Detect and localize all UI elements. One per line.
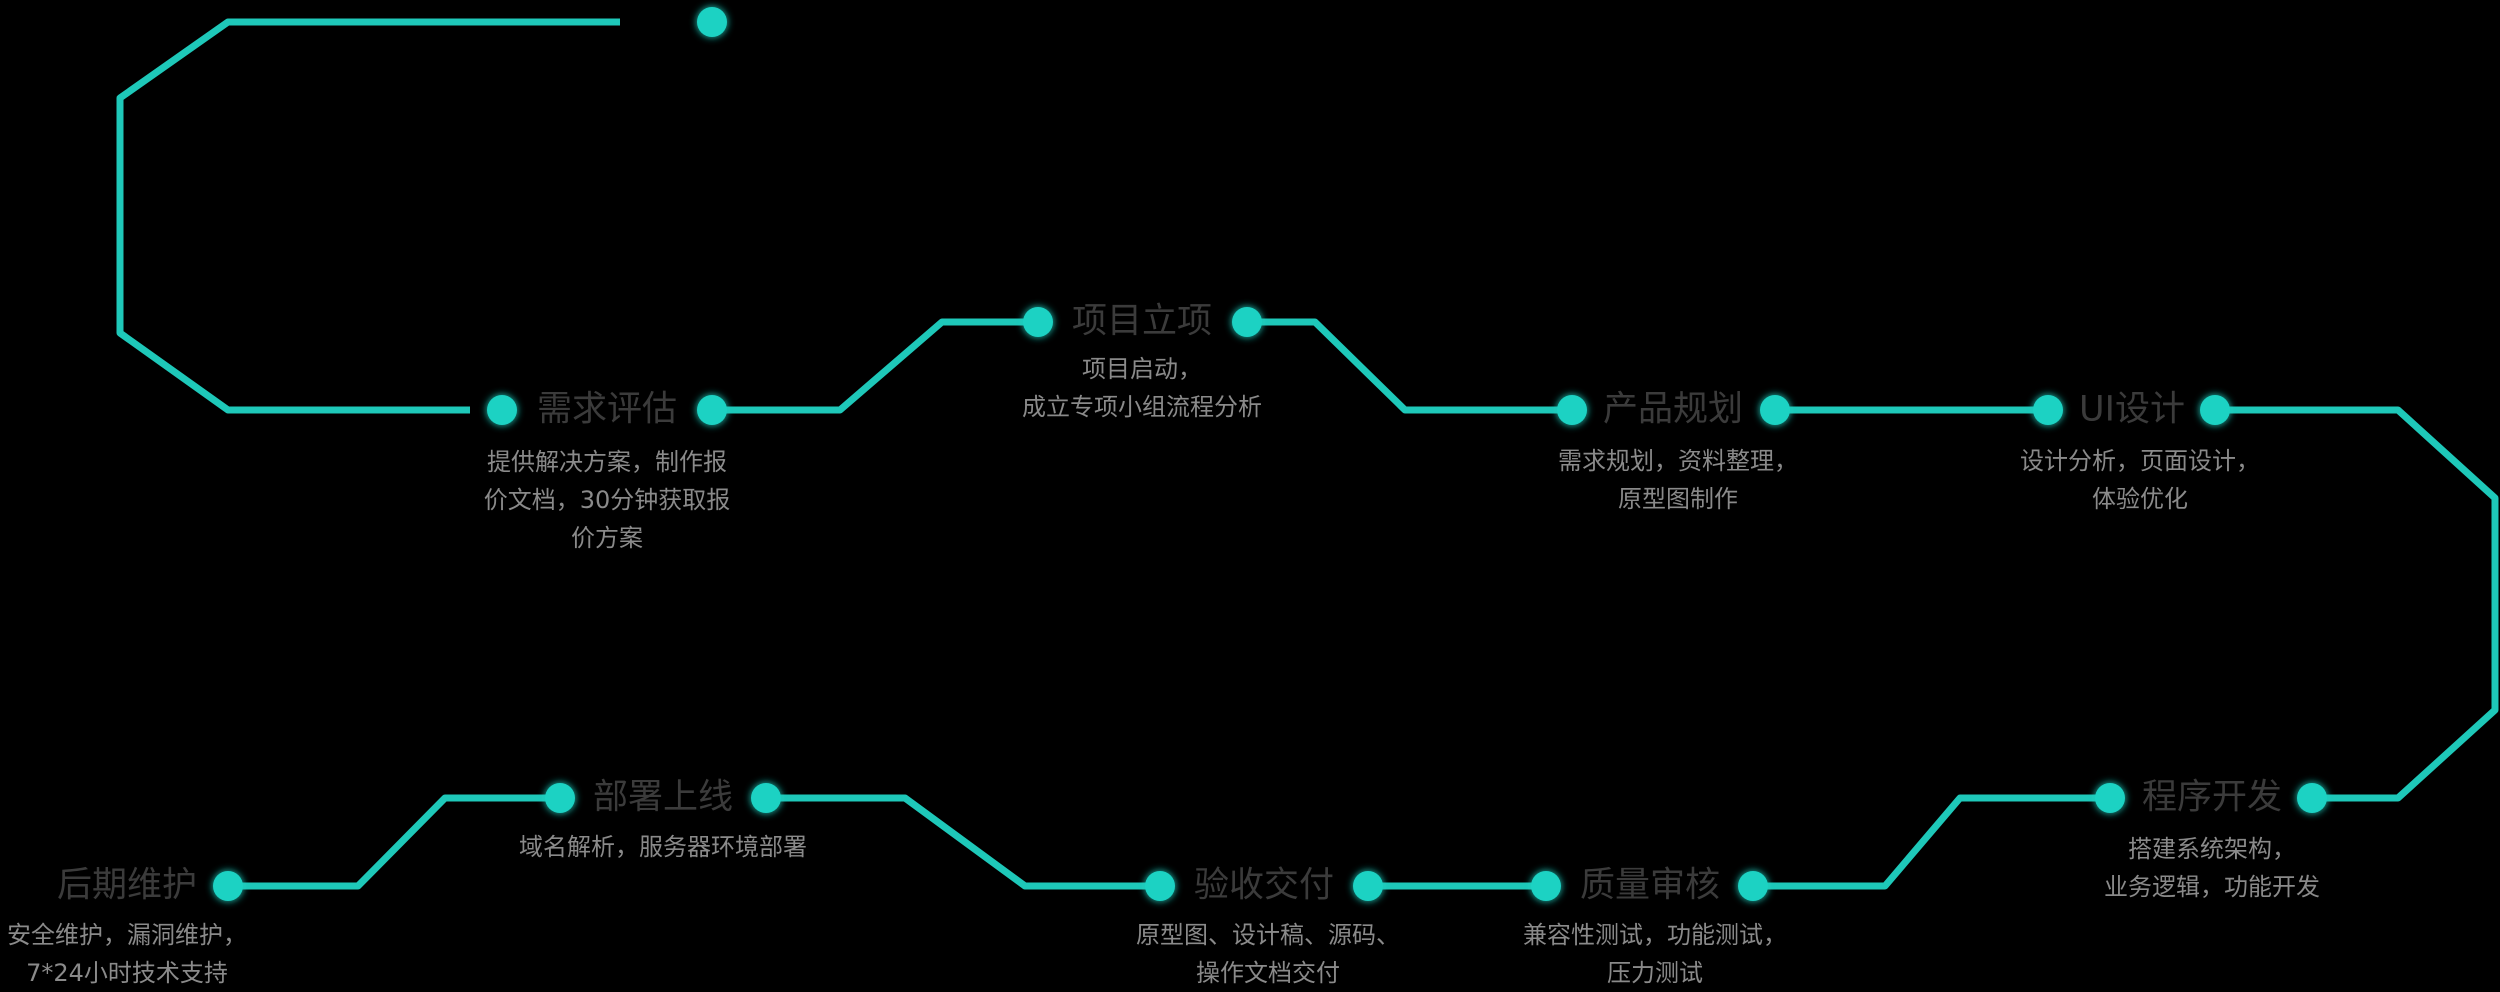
node-项目立项-left [1023,307,1053,337]
step-title-验收交付: 验收交付 [1193,865,1335,906]
node-后期维护-right [213,871,243,901]
step-desc-产品规划: 需求规划，资料整理， 原型图制作 [1558,442,1798,518]
step-desc-程序开发: 搭建系统架构， 业务逻辑，功能开发 [2104,830,2320,906]
node-部署上线-left [545,783,575,813]
node-程序开发-right [2297,783,2327,813]
node-产品规划-right [1760,395,1790,425]
node-验收交付-left [1145,871,1175,901]
step-desc-line: 业务逻辑，功能开发 [2104,873,2320,901]
connector-segment-1 [712,318,1038,414]
connector-segment-4 [1753,794,2110,890]
step-title-ui设计: UI设计 [2079,389,2185,430]
step-desc-部署上线: 域名解析，服务器环境部署 [519,828,807,866]
step-desc-line: 提供解决方案，制作报 [486,448,727,476]
step-desc-line: 价方案 [570,524,643,552]
step-title-质量审核: 质量审核 [1579,865,1721,906]
connector-segment-6 [766,794,1160,890]
step-title-程序开发: 程序开发 [2141,777,2283,818]
node-部署上线-right [751,783,781,813]
step-desc-验收交付: 原型图、设计稿、源码、 操作文档交付 [1136,916,1400,992]
node-ui设计-right [2200,395,2230,425]
step-title-部署上线: 部署上线 [592,777,734,818]
step-title-产品规划: 产品规划 [1602,389,1744,430]
node-验收交付-right [1353,871,1383,901]
node-ui设计-left [2033,395,2063,425]
step-desc-line: 成立专项小组流程分析 [1022,393,1262,421]
step-desc-line: 原型图制作 [1618,485,1738,513]
step-desc-line: 压力测试 [1607,959,1703,987]
flow-start-node [697,7,727,37]
step-desc-line: 域名解析，服务器环境部署 [519,833,807,861]
step-desc-line: 安全维护，漏洞维护， [7,921,247,949]
node-需求评估-left [487,395,517,425]
step-desc-line: 搭建系统架构， [2128,835,2296,863]
node-质量审核-left [1531,871,1561,901]
step-desc-ui设计: 设计分析，页面设计， 体验优化 [2020,442,2260,518]
connector-segment-2 [1247,318,1572,414]
node-项目立项-right [1232,307,1262,337]
step-desc-line: 价文档，30分钟获取报 [483,486,731,514]
step-desc-line: 7*24小时技术支持 [26,959,228,987]
step-desc-line: 需求规划，资料整理， [1558,447,1798,475]
step-desc-line: 设计分析，页面设计， [2020,447,2260,475]
step-desc-质量审核: 兼容性测试，功能测试， 压力测试 [1523,916,1787,992]
step-desc-line: 原型图、设计稿、源码、 [1136,921,1400,949]
step-desc-line: 体验优化 [2092,485,2188,513]
node-产品规划-left [1557,395,1587,425]
step-desc-line: 操作文档交付 [1196,959,1340,987]
connector-top-left-loop [116,18,620,414]
step-desc-后期维护: 安全维护，漏洞维护， 7*24小时技术支持 [7,916,247,992]
node-质量审核-right [1738,871,1768,901]
connector-segment-7 [228,794,560,890]
step-desc-需求评估: 提供解决方案，制作报 价文档，30分钟获取报 价方案 [484,443,731,557]
node-需求评估-right [697,395,727,425]
step-desc-项目立项: 项目启动， 成立专项小组流程分析 [1022,350,1262,426]
step-title-项目立项: 项目立项 [1071,301,1213,342]
step-desc-line: 兼容性测试，功能测试， [1523,921,1787,949]
flow-nodes [213,7,2327,901]
step-title-需求评估: 需求评估 [536,389,678,430]
step-desc-line: 项目启动， [1082,355,1202,383]
node-程序开发-left [2095,783,2125,813]
step-title-后期维护: 后期维护 [56,865,198,906]
